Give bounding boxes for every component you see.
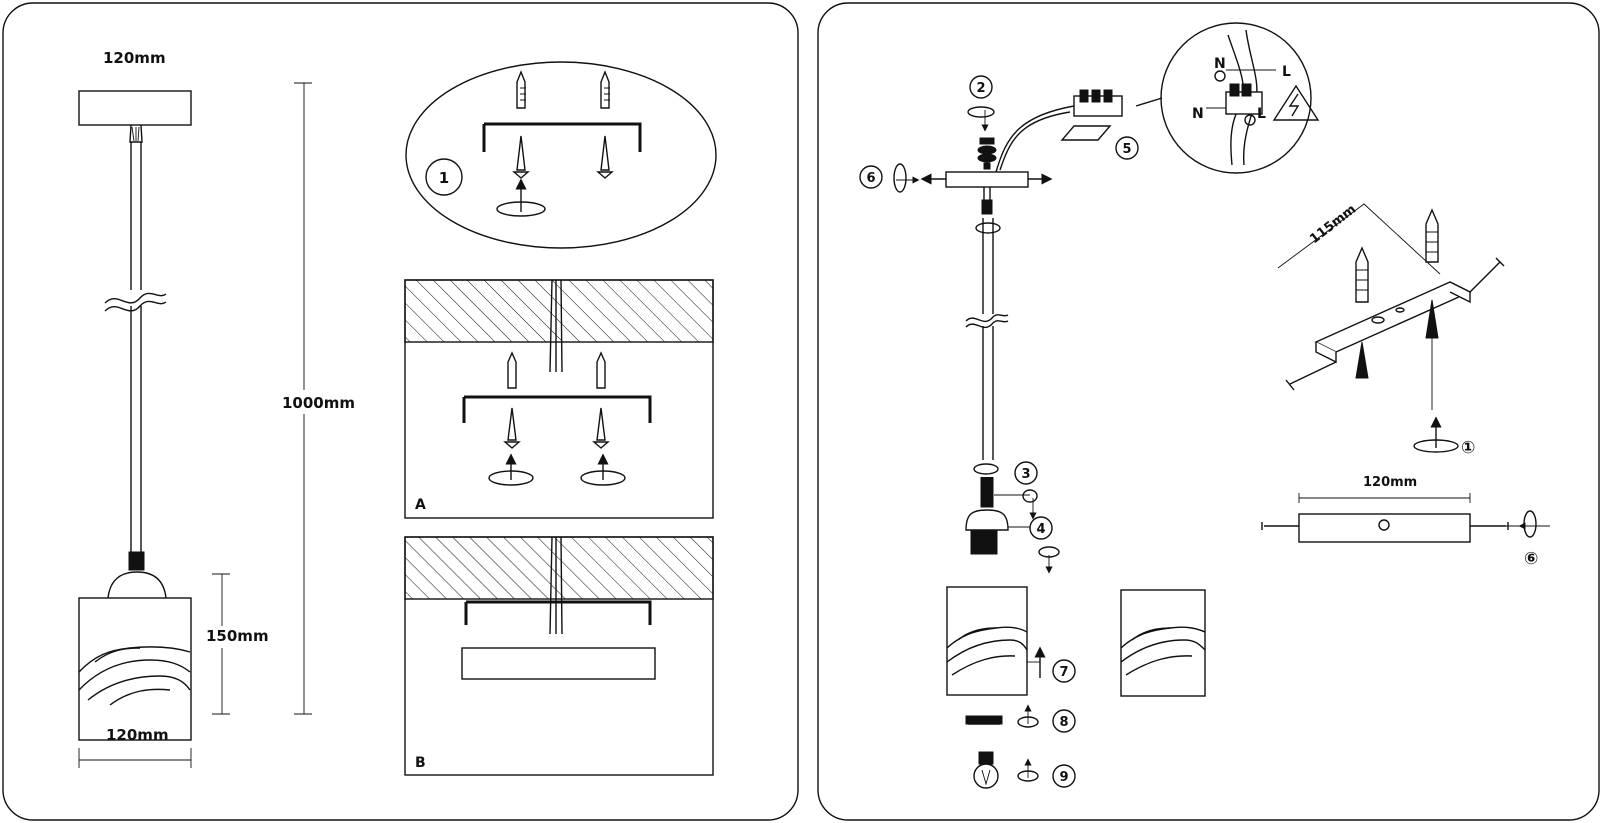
ceiling-hatch xyxy=(404,279,714,343)
step-6-label: 6 xyxy=(866,171,875,186)
canopy xyxy=(78,90,192,126)
lamp-shade xyxy=(78,597,192,741)
dim-canopy-width: 120mm xyxy=(103,49,166,67)
wall-plug-left xyxy=(1355,246,1369,303)
shade-swirl-pattern xyxy=(78,646,191,706)
bulb-base xyxy=(978,751,994,765)
side-screw-right xyxy=(1469,261,1501,293)
wire-l-bottom: L xyxy=(1257,106,1266,122)
cable-grip xyxy=(128,551,145,571)
variant-a-box: A xyxy=(404,279,714,519)
step-3-label: 3 xyxy=(1021,467,1030,482)
wire-n-top: N xyxy=(1214,56,1226,72)
socket-cover xyxy=(107,571,167,599)
wiring-detail: 5 N L N L xyxy=(995,22,1320,174)
wall-plug-icon xyxy=(516,70,610,109)
socket-holder xyxy=(965,509,1009,531)
step-1-circled-label: ① xyxy=(1461,438,1475,458)
cap-nut-stack xyxy=(977,137,997,170)
step-1-label: 1 xyxy=(439,169,449,187)
canopy-front-view: 120mm ⑥ xyxy=(1261,475,1550,569)
bulb-icon xyxy=(973,763,999,789)
mounting-bracket: 115mm ① xyxy=(1277,202,1505,458)
step-6-circled-label: ⑥ xyxy=(1524,549,1538,569)
dim-shade-width: 120mm xyxy=(106,726,169,744)
dim-shade-height: 150mm xyxy=(206,627,269,645)
cable-break xyxy=(104,292,167,304)
bulb-step-9: 9 xyxy=(973,751,1076,789)
wiring-zoom xyxy=(1160,22,1312,174)
pendant-overview: 120mm 120mm 1000mm 150mm xyxy=(78,49,355,768)
assembly-column: 2 6 3 4 xyxy=(859,75,1060,574)
step-5-label: 5 xyxy=(1122,142,1131,157)
step-2-label: 2 xyxy=(976,81,985,96)
step-4-label: 4 xyxy=(1036,522,1045,537)
wall-plug-right xyxy=(1425,208,1439,263)
dim-bracket-spacing: 115mm xyxy=(1307,202,1359,247)
right-panel-frame xyxy=(817,2,1600,821)
step-7-label: 7 xyxy=(1059,665,1068,680)
screw-icon xyxy=(512,135,614,179)
wire-n-bottom: N xyxy=(1192,106,1204,122)
dim-total-height: 1000mm xyxy=(282,394,355,412)
ceiling-hatch-b xyxy=(404,536,714,600)
variant-b-label: B xyxy=(415,755,426,771)
variant-a-label: A xyxy=(415,497,426,513)
socket xyxy=(970,529,998,555)
ring-step-8: 8 xyxy=(965,704,1076,733)
side-screw-left xyxy=(1289,361,1337,385)
canopy-side xyxy=(945,171,1029,188)
canopy-b xyxy=(461,647,656,680)
step-8-label: 8 xyxy=(1059,715,1068,730)
shade-step-7: 7 xyxy=(946,586,1076,696)
step-9-label: 9 xyxy=(1059,770,1068,785)
ceiling-wires xyxy=(549,279,563,373)
shade-assembled xyxy=(1120,589,1206,697)
warning-triangle-icon xyxy=(1272,84,1320,121)
dim-canopy-width-right: 120mm xyxy=(1363,475,1417,490)
variant-b-box: B xyxy=(404,536,714,776)
wire-l-top: L xyxy=(1282,64,1291,80)
left-panel-frame xyxy=(2,2,799,821)
step-1-detail: 1 xyxy=(405,61,717,249)
step-1-circle xyxy=(425,158,463,196)
cable xyxy=(130,142,142,552)
